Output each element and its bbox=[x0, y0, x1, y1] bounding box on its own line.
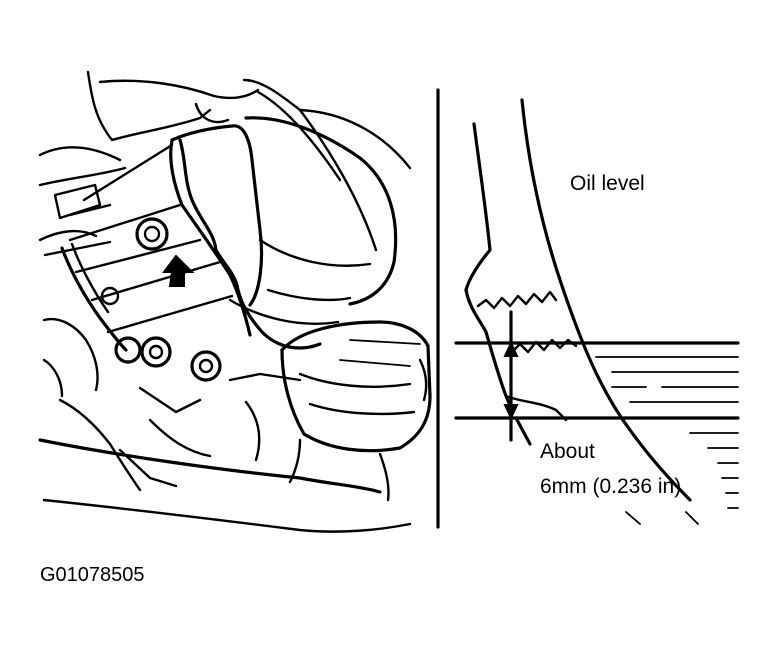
oil-level-label: Oil level bbox=[570, 172, 645, 195]
distance-label-line1: About bbox=[540, 440, 595, 463]
engine-illustration bbox=[38, 70, 432, 533]
figure-id: G01078505 bbox=[40, 564, 145, 586]
distance-label-line2: 6mm (0.236 in) bbox=[540, 475, 682, 498]
dimension-arrow-bottom bbox=[503, 404, 519, 421]
dimension-arrow-top bbox=[503, 340, 519, 357]
oil-level-detail bbox=[454, 98, 740, 525]
